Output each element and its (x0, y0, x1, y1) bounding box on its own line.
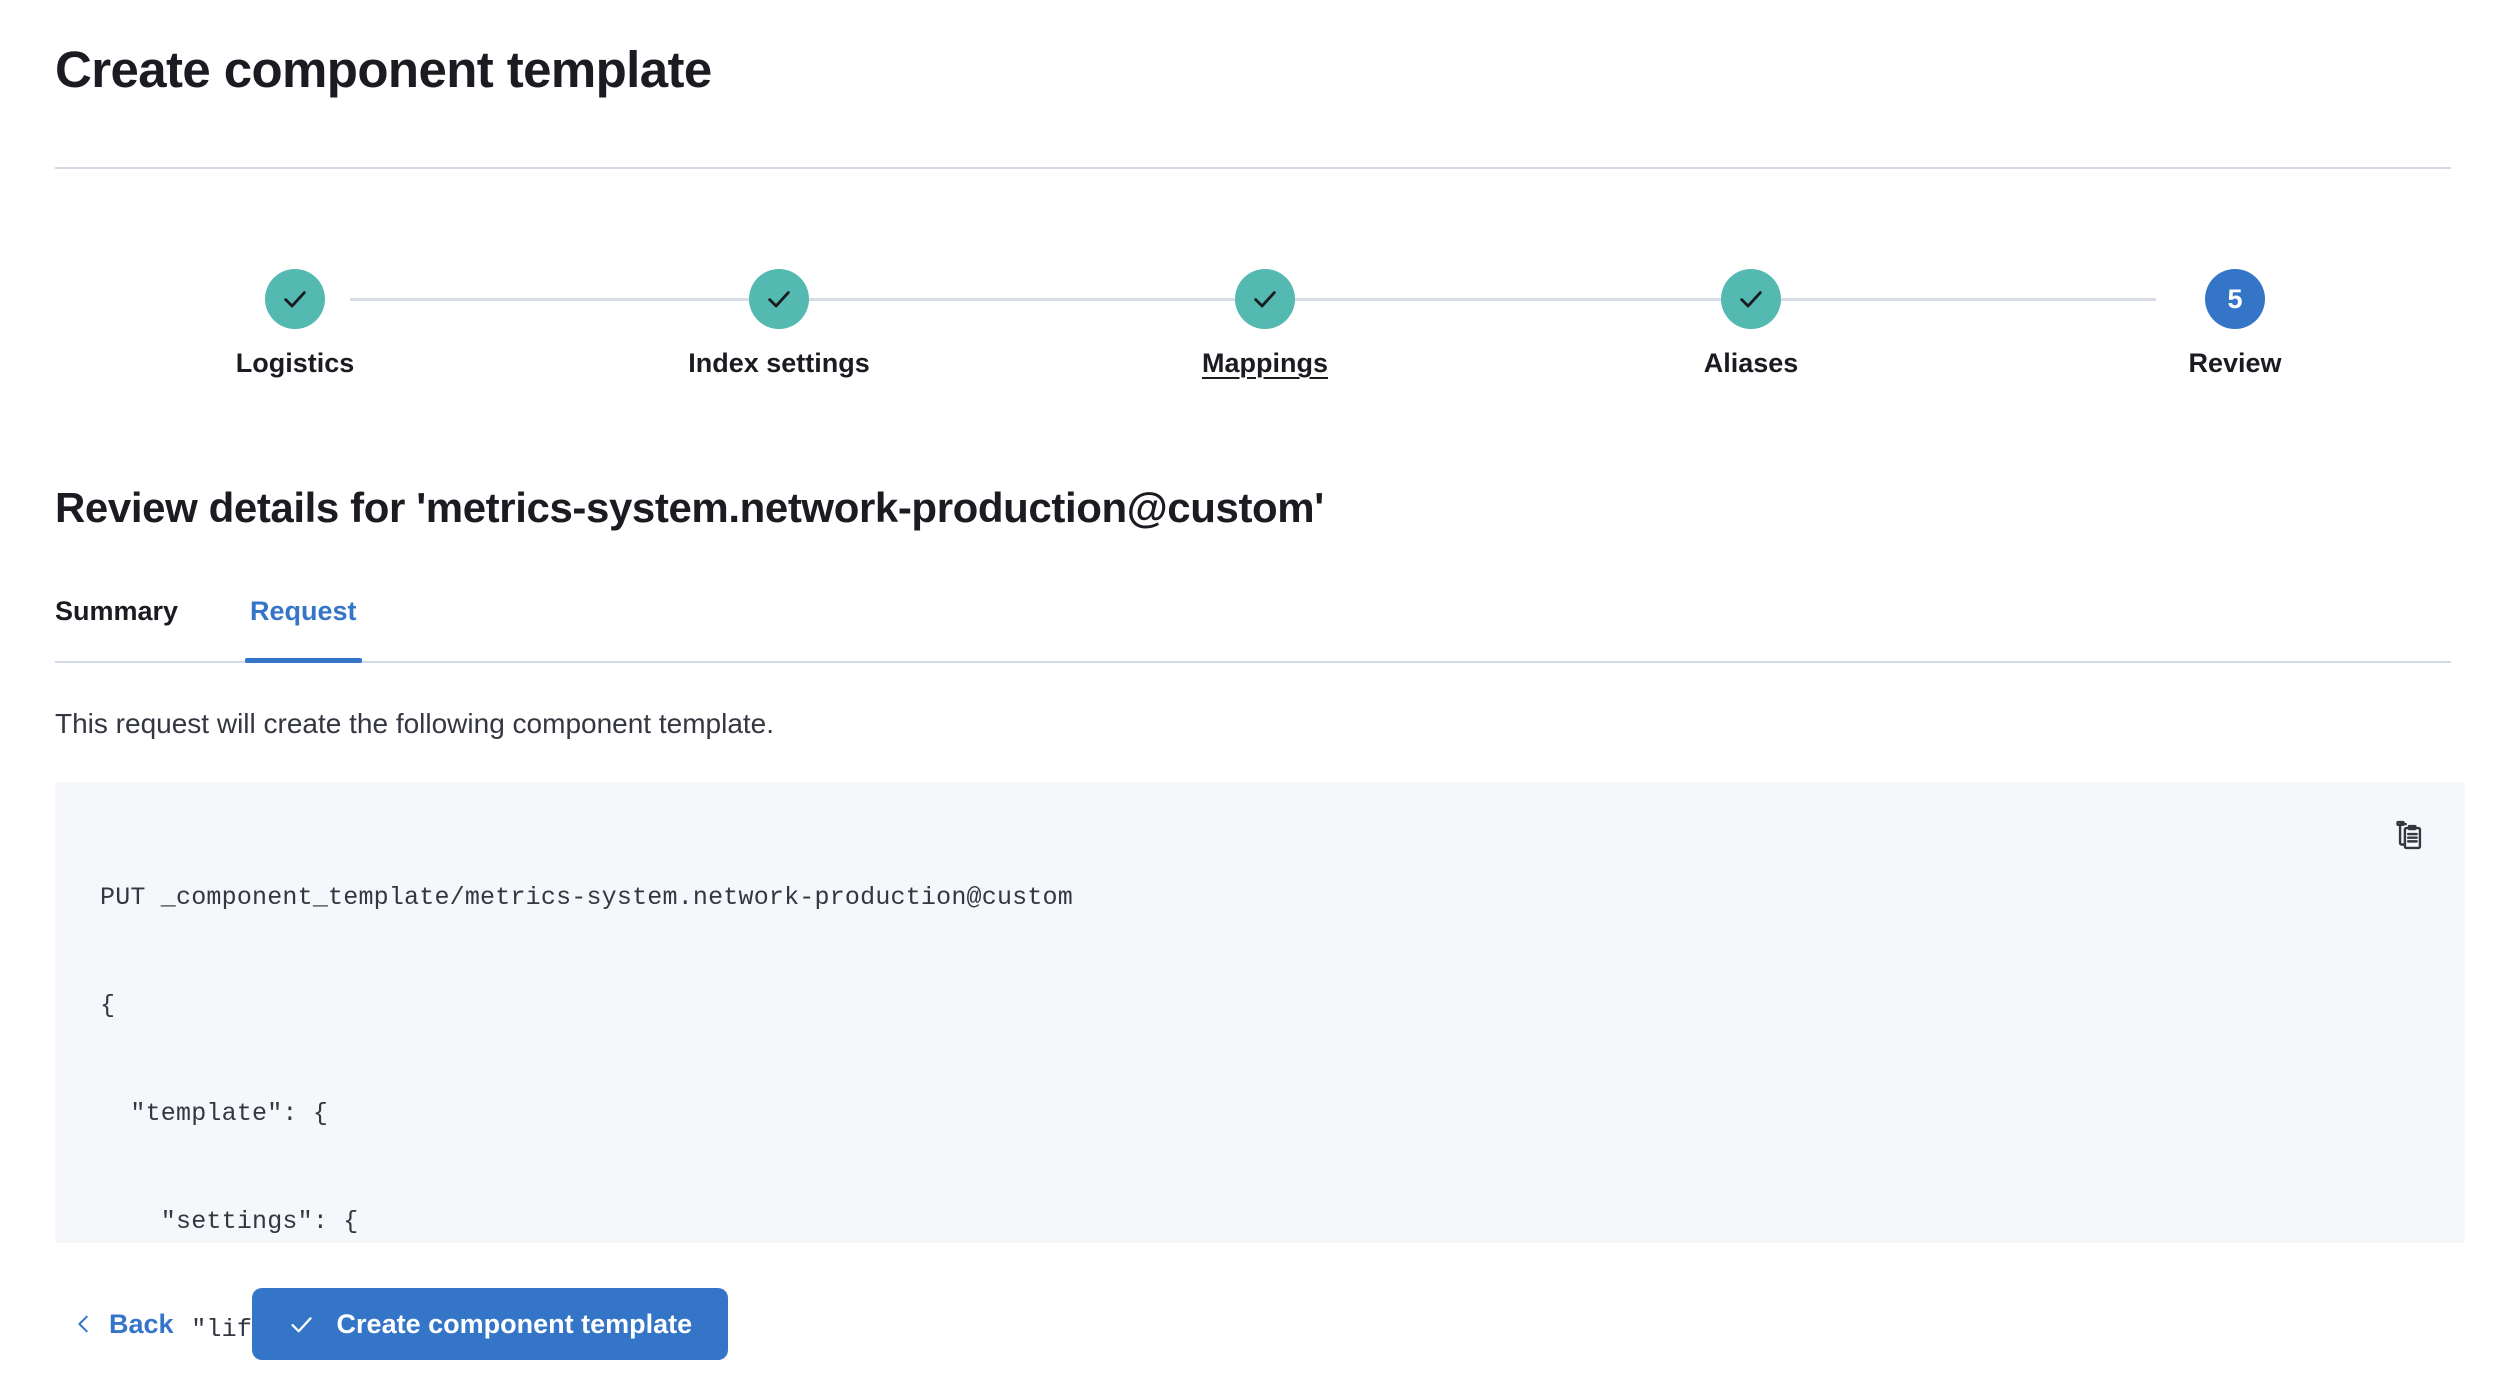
copy-clipboard-icon (2396, 820, 2422, 850)
check-icon (284, 291, 306, 308)
review-heading: Review details for 'metrics-system.netwo… (55, 484, 1324, 531)
tab-summary-label: Summary (55, 596, 179, 626)
step-label: Review (2188, 348, 2282, 378)
footer-actions: Back Create component template (55, 1288, 729, 1360)
step-number: 5 (2227, 283, 2243, 314)
wizard-stepper: Logistics Index settings Mappings (55, 255, 2451, 405)
review-tabs: Summary Request (55, 595, 2451, 665)
code-line: "settings": { (100, 1207, 359, 1236)
tab-active-underline (245, 658, 362, 663)
request-description: This request will create the following c… (55, 708, 775, 739)
step-mappings[interactable]: Mappings (1055, 255, 1475, 379)
create-component-template-label: Create component template (336, 1309, 693, 1339)
page-title: Create component template (55, 41, 712, 98)
step-circle-complete (1235, 269, 1295, 329)
code-line: { (100, 991, 116, 1020)
tab-summary[interactable]: Summary (55, 595, 178, 663)
step-circle-complete (749, 269, 809, 329)
create-component-template-button[interactable]: Create component template (251, 1288, 729, 1360)
code-line: "template": { (100, 1099, 329, 1128)
back-button-label: Back (109, 1309, 174, 1339)
request-code-body: PUT _component_template/metrics-system.n… (100, 808, 1073, 1388)
step-label: Index settings (688, 348, 870, 378)
tab-request[interactable]: Request (245, 595, 362, 663)
check-icon (1254, 291, 1276, 308)
step-logistics[interactable]: Logistics (85, 255, 505, 379)
code-line-method: PUT _component_template/metrics-system.n… (100, 883, 1073, 912)
step-aliases[interactable]: Aliases (1541, 255, 1961, 379)
step-label: Aliases (1703, 348, 1799, 378)
step-review[interactable]: 5 Review (2025, 255, 2445, 379)
step-label: Logistics (235, 348, 355, 378)
back-button[interactable]: Back (55, 1308, 204, 1340)
tabs-divider (55, 661, 2451, 663)
check-icon (768, 291, 790, 308)
copy-to-clipboard-button[interactable] (2388, 814, 2432, 858)
title-divider (55, 167, 2451, 169)
check-icon (1740, 291, 1762, 308)
check-icon (290, 1316, 312, 1332)
tab-request-label: Request (250, 596, 357, 626)
request-code-panel: PUT _component_template/metrics-system.n… (55, 782, 2465, 1344)
step-circle-complete (1721, 269, 1781, 329)
step-circle-current: 5 (2205, 269, 2265, 329)
chevron-left-icon (78, 1315, 88, 1333)
step-index-settings[interactable]: Index settings (569, 255, 989, 379)
step-circle-complete (265, 269, 325, 329)
step-label[interactable]: Mappings (1202, 348, 1328, 378)
